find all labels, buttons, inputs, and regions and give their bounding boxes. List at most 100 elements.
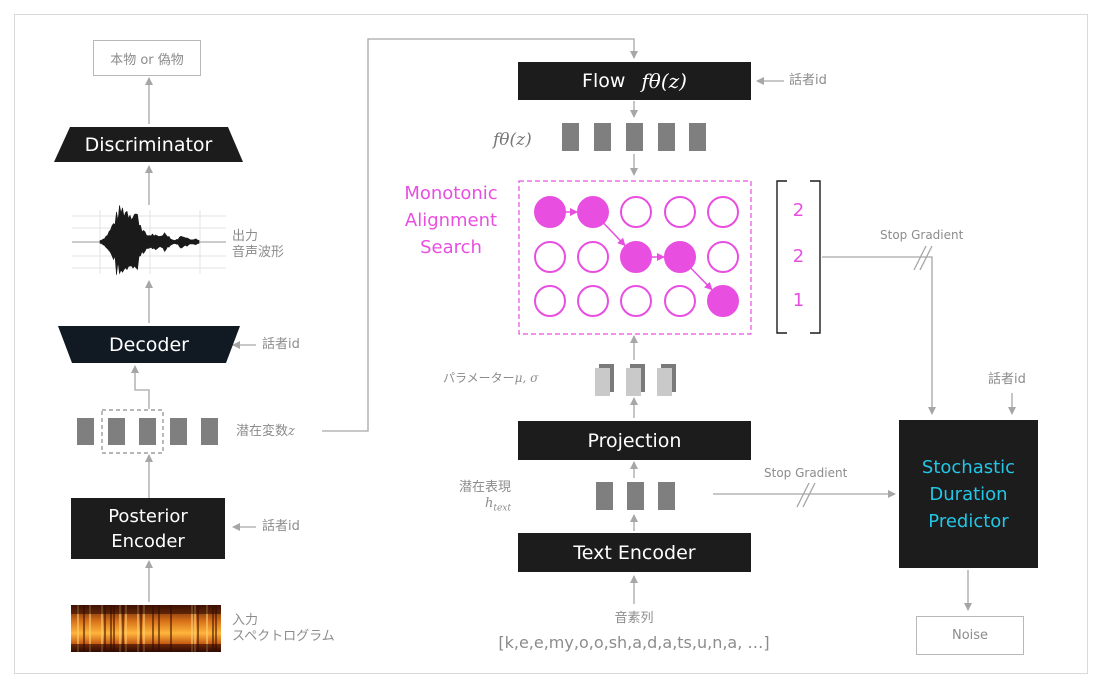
arrow-latent-to-flow — [322, 38, 638, 432]
mas-cell-1-5 — [707, 196, 739, 228]
flow-block: Flow fθ(z) — [518, 62, 751, 100]
decoder-label: Decoder — [109, 333, 189, 356]
decoder-speaker-label: 話者id — [262, 337, 300, 352]
latent-token-2 — [108, 418, 125, 445]
phoneme-sequence: [k,e,e,my,o,o,sh,a,d,a,ts,u,n,a, …] — [498, 633, 770, 652]
stop-gradient-mark-bottom-1 — [796, 482, 810, 508]
latent-label-var: z — [288, 424, 295, 439]
mas-cell-3-5 — [707, 285, 739, 317]
output-label: 本物 or 偽物 — [110, 52, 184, 68]
discriminator-shape — [54, 127, 243, 162]
latent-label: 潜在変数z — [236, 424, 295, 440]
output-box: 本物 or 偽物 — [93, 40, 201, 76]
mas-cell-2-3 — [620, 241, 652, 273]
flow-label: Flow — [582, 70, 626, 92]
sdp-label-line1: Stochastic — [921, 456, 1016, 478]
phoneme-label: 音素列 — [614, 611, 654, 626]
latent-z-tokens — [77, 418, 218, 445]
latent-token-4 — [170, 418, 187, 445]
hidden-token-1 — [596, 482, 613, 510]
mas-cell-1-1 — [534, 196, 566, 228]
posterior-label-line2: Encoder — [111, 530, 185, 552]
arrow-durations-to-sdp — [822, 256, 936, 415]
param-token-mu-3 — [657, 368, 672, 396]
param-token-mu-1 — [595, 368, 610, 396]
latent-token-5 — [201, 418, 218, 445]
hidden-tokens — [596, 482, 675, 510]
hidden-label-text: 潜在表現 — [458, 480, 511, 495]
stop-gradient-mark-top-1 — [913, 245, 927, 271]
text-encoder-block: Text Encoder — [518, 533, 751, 572]
ftheta-tokens — [562, 123, 706, 151]
stop-gradient-mark-bottom-2 — [802, 482, 816, 508]
waveform-label-line2: 音声波形 — [232, 245, 285, 260]
ftheta-token-3 — [626, 123, 643, 151]
sdp-label-line2: Duration — [929, 483, 1008, 505]
sdp-label-line3: Predictor — [928, 510, 1009, 532]
mas-cell-1-2 — [577, 196, 609, 228]
flow-math: fθ(z) — [641, 69, 687, 93]
hidden-label-sub: text — [493, 503, 511, 514]
ftheta-token-2 — [594, 123, 611, 151]
discriminator-block: Discriminator — [54, 127, 243, 162]
stop-gradient-mark-top-2 — [919, 245, 933, 271]
stop-gradient-bottom-label: Stop Gradient — [764, 466, 848, 480]
spectrogram-label-line1: 入力 — [232, 613, 259, 628]
mas-cell-2-2 — [577, 241, 609, 273]
mas-label-line2: Alignment — [404, 210, 498, 231]
mas-cell-2-4 — [664, 241, 696, 273]
mas-label-line3: Search — [420, 237, 482, 258]
latent-token-1 — [77, 418, 94, 445]
decoder-shape — [58, 326, 240, 363]
flow-speaker-label: 話者id — [789, 73, 827, 88]
hidden-label-var: h — [484, 496, 494, 511]
waveform-icon — [72, 205, 226, 275]
discriminator-label: Discriminator — [84, 133, 213, 156]
stochastic-duration-predictor-block: Stochastic Duration Predictor — [899, 420, 1038, 568]
mas-cell-3-4 — [664, 285, 696, 317]
mas-frame — [518, 180, 752, 335]
spectrogram-label: 入力 スペクトログラム — [232, 613, 335, 645]
mas-alignment-grid — [534, 196, 739, 317]
duration-bracket — [776, 180, 821, 334]
mas-cell-3-2 — [577, 285, 609, 317]
mas-path-arrow-2 — [602, 222, 626, 247]
mas-cell-2-5 — [707, 241, 739, 273]
spectrogram-icon — [71, 605, 221, 652]
params-label-text: パラメーター — [443, 371, 515, 385]
params-label-vars: μ, σ — [514, 371, 539, 385]
mas-cell-1-4 — [664, 196, 696, 228]
latent-window — [101, 409, 164, 454]
ftheta-token-4 — [658, 123, 675, 151]
param-token-mu-2 — [626, 368, 641, 396]
params-label: パラメーターμ, σ — [443, 370, 538, 386]
ftheta-label: fθ(z) — [493, 130, 532, 150]
noise-label: Noise — [951, 628, 989, 643]
hidden-token-3 — [658, 482, 675, 510]
spectrogram-label-line2: スペクトログラム — [232, 629, 335, 644]
waveform-label-line1: 出力 — [232, 229, 259, 244]
mas-cell-2-1 — [534, 241, 566, 273]
mas-label-line1: Monotonic — [404, 183, 498, 204]
posterior-speaker-label: 話者id — [262, 519, 300, 534]
mas-cell-3-3 — [620, 285, 652, 317]
arrow-latent-to-decoder — [131, 365, 150, 409]
hidden-label: 潜在表現 htext — [449, 480, 511, 517]
ftheta-token-5 — [689, 123, 706, 151]
sdp-speaker-label: 話者id — [988, 372, 1026, 387]
text-encoder-label: Text Encoder — [573, 541, 696, 564]
decoder-block: Decoder — [58, 326, 240, 363]
param-tokens — [595, 364, 676, 396]
hidden-token-2 — [627, 482, 644, 510]
waveform-label: 出力 音声波形 — [232, 229, 284, 261]
latent-token-3 — [139, 418, 156, 445]
mas-label: Monotonic Alignment Search — [398, 180, 504, 261]
latent-label-text: 潜在変数 — [236, 424, 289, 439]
posterior-encoder-block: Posterior Encoder — [71, 498, 225, 559]
mas-path-arrow-4 — [689, 267, 713, 291]
posterior-label-line1: Posterior — [108, 505, 188, 527]
mas-cell-3-1 — [534, 285, 566, 317]
duration-3: 1 — [792, 290, 805, 311]
mas-cell-1-3 — [620, 196, 652, 228]
